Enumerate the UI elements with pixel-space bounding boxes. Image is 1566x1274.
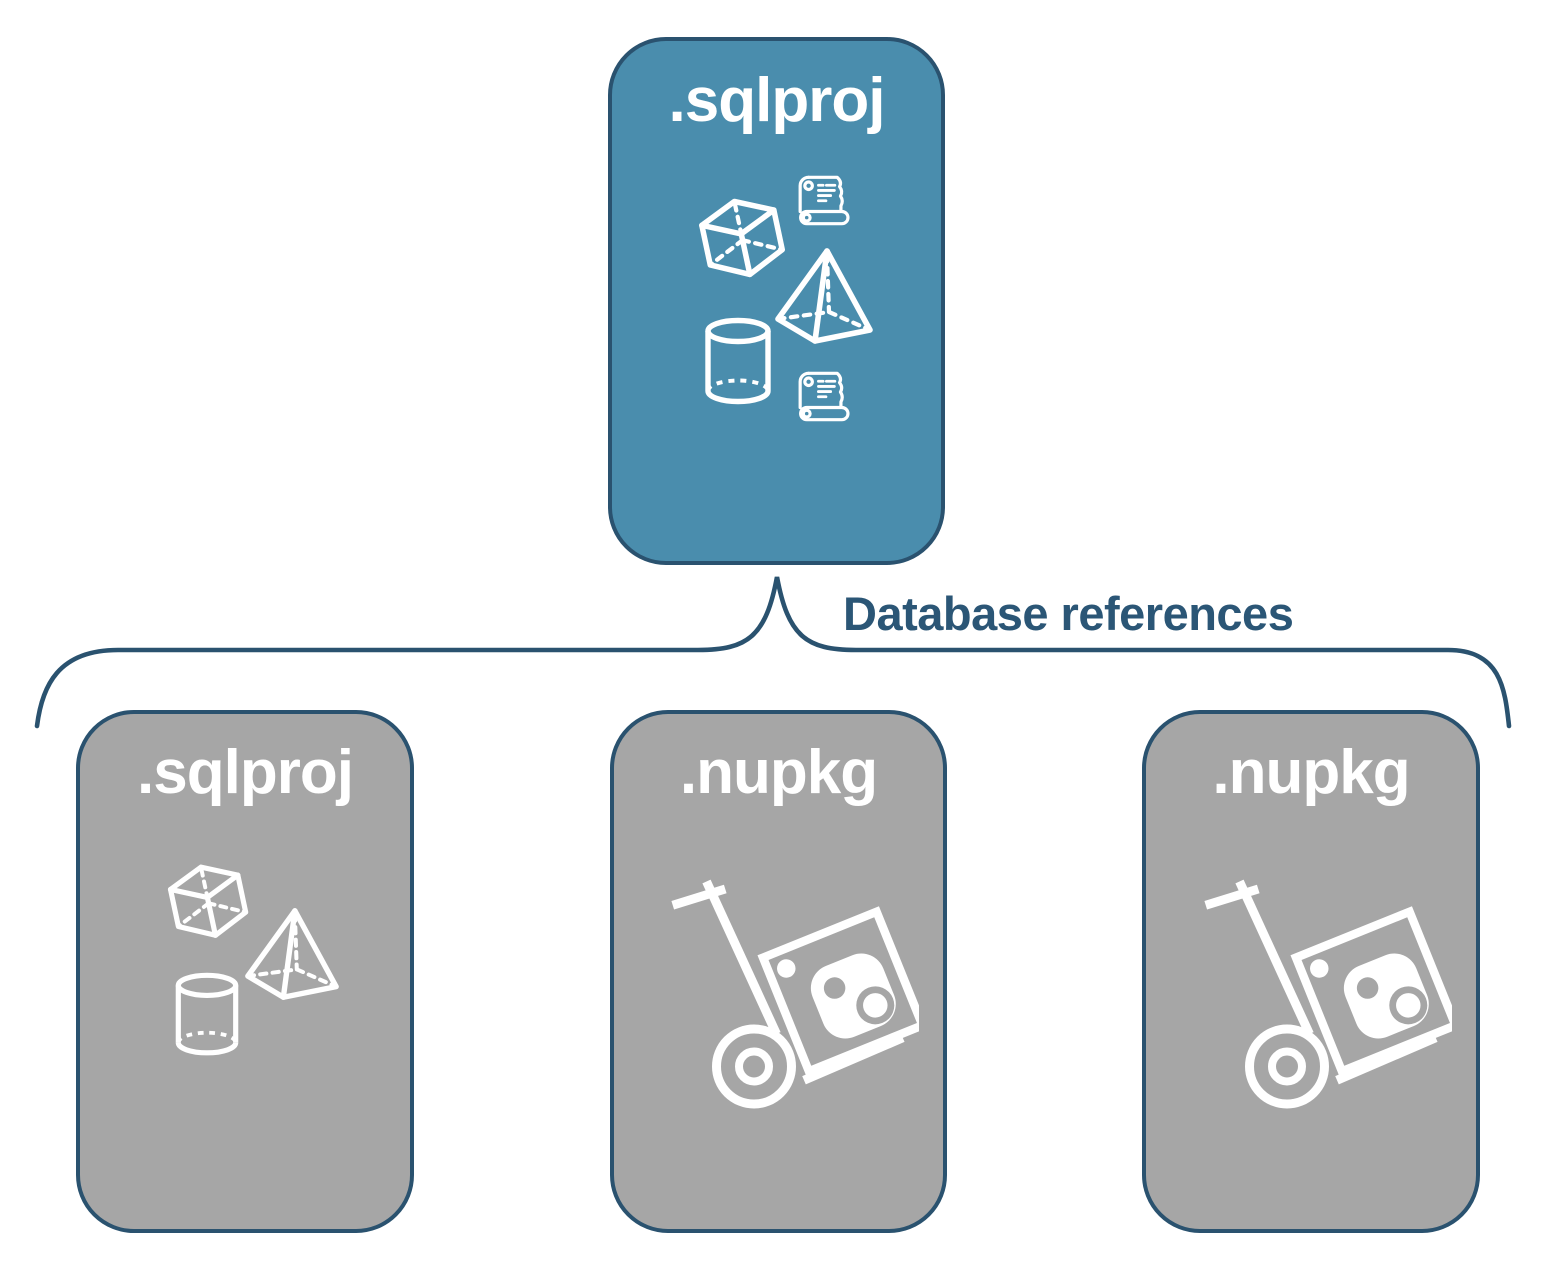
card-root-label: .sqlproj — [668, 66, 886, 135]
card-child-nupkg-1: .nupkg — [610, 710, 947, 1233]
package-dolly-icon — [1202, 859, 1452, 1109]
card-child-label: .sqlproj — [137, 738, 354, 807]
card-child-nupkg-2: .nupkg — [1142, 710, 1480, 1233]
card-child-label: .nupkg — [1212, 738, 1410, 807]
pyramid-icon — [772, 246, 876, 346]
connector-label: Database references — [843, 587, 1294, 640]
card-child-sqlproj: .sqlproj — [76, 710, 414, 1233]
card-child-label: .nupkg — [679, 738, 878, 807]
card-root-sqlproj: .sqlproj — [608, 37, 945, 565]
pyramid-icon — [242, 906, 342, 1002]
package-dolly-icon — [669, 859, 919, 1109]
cylinder-icon — [702, 317, 774, 409]
cylinder-icon — [172, 972, 242, 1060]
scroll-icon — [795, 174, 855, 234]
scroll-icon — [795, 370, 855, 430]
